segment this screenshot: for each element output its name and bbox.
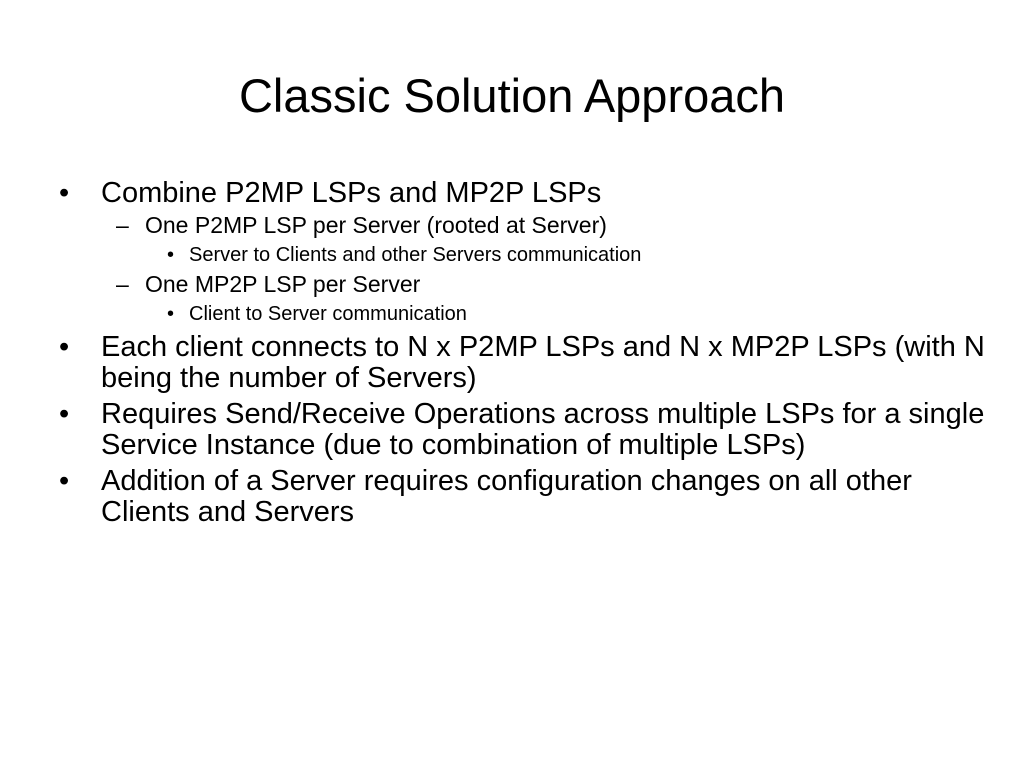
bullet-marker: • xyxy=(59,331,70,363)
bullet-item-1: • Combine P2MP LSPs and MP2P LSPs – One … xyxy=(56,178,986,327)
bullet-text: Requires Send/Receive Operations across … xyxy=(101,398,985,461)
bullet-marker: • xyxy=(59,177,70,209)
bullet-item-3: • Requires Send/Receive Operations acros… xyxy=(56,399,986,461)
bullet-marker: • xyxy=(167,244,175,266)
bullet-text: Each client connects to N x P2MP LSPs an… xyxy=(101,331,985,394)
sub-bullet-text: One P2MP LSP per Server (rooted at Serve… xyxy=(145,212,607,238)
bullet-list: • Combine P2MP LSPs and MP2P LSPs – One … xyxy=(56,178,986,533)
sub-sub-bullet-text: Server to Clients and other Servers comm… xyxy=(189,244,642,266)
slide-title: Classic Solution Approach xyxy=(238,69,786,122)
bullet-marker: • xyxy=(59,465,70,497)
bullet-item-4: • Addition of a Server requires configur… xyxy=(56,466,986,528)
dash-marker: – xyxy=(116,271,129,297)
dash-marker: – xyxy=(116,212,129,238)
bullet-marker: • xyxy=(59,398,70,430)
sub-bullet-item-1: – One P2MP LSP per Server (rooted at Ser… xyxy=(56,211,986,268)
sub-bullet-item-2: – One MP2P LSP per Server • Client to Se… xyxy=(56,270,986,327)
bullet-item-2: • Each client connects to N x P2MP LSPs … xyxy=(56,332,986,394)
bullet-marker: • xyxy=(167,303,175,325)
sub-sub-bullet-item-1: • Server to Clients and other Servers co… xyxy=(56,242,986,268)
bullet-text: Combine P2MP LSPs and MP2P LSPs xyxy=(101,177,602,209)
sub-bullet-text: One MP2P LSP per Server xyxy=(145,271,421,297)
sub-sub-bullet-item-2: • Client to Server communication xyxy=(56,301,986,327)
bullet-text: Addition of a Server requires configurat… xyxy=(101,465,912,528)
sub-sub-bullet-text: Client to Server communication xyxy=(189,303,467,325)
